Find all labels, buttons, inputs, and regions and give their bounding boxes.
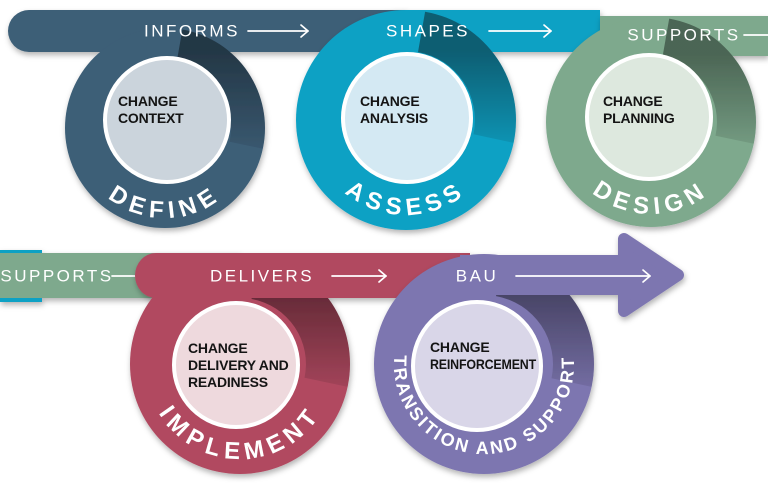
inner-line: ANALYSIS [360, 110, 428, 126]
inner-line: CHANGE [430, 339, 489, 355]
delivers-band-label: DELIVERS [210, 267, 314, 286]
change-delivery-circle [172, 301, 300, 429]
stage-implement-shapes [130, 253, 470, 474]
change-planning-label: CHANGE PLANNING [603, 93, 675, 126]
stage-define-shapes [8, 10, 406, 228]
change-context-circle [103, 56, 231, 184]
change-context-label: CHANGE CONTEXT [118, 93, 184, 126]
informs-band-label: INFORMS [144, 22, 240, 41]
supports-top-band-label: SUPPORTS [627, 26, 740, 45]
big-arrow-icon [618, 233, 684, 317]
change-reinforcement-circle [411, 300, 543, 432]
inner-line: CHANGE [603, 93, 662, 109]
flow-arrow-icon [488, 24, 552, 38]
change-planning-circle [585, 53, 713, 181]
supports-bottom-band-label: SUPPORTS [0, 267, 113, 286]
inner-line: CHANGE [118, 93, 177, 109]
bau-band-label: BAU [456, 267, 498, 286]
design-swirl-shade [662, 18, 756, 144]
shapes-band-label: SHAPES [386, 22, 470, 41]
delivers-band [135, 253, 470, 298]
inner-line: DELIVERY AND [188, 357, 289, 373]
flow-arrow-icon [331, 269, 387, 283]
inner-line: CONTEXT [118, 110, 184, 126]
change-delivery-label: CHANGE DELIVERY AND READINESS [188, 340, 292, 390]
inner-line: REINFORCEMENT [430, 356, 537, 372]
inner-line: CHANGE [188, 340, 247, 356]
change-analysis-label: CHANGE ANALYSIS [360, 93, 428, 126]
change-analysis-circle [341, 52, 473, 184]
flow-arrow-icon [247, 24, 309, 38]
informs-band [8, 10, 406, 52]
change-reinforcement-label: CHANGE REINFORCEMENT [430, 339, 537, 372]
flow-arrow-icon [515, 269, 651, 283]
inner-line: CHANGE [360, 93, 419, 109]
stage-transition-shapes [374, 233, 684, 474]
assess-swirl-shade [418, 11, 517, 143]
inner-line: READINESS [188, 374, 268, 390]
bau-band [460, 255, 632, 295]
inner-line: PLANNING [603, 110, 675, 126]
stage-design-shapes [546, 16, 768, 227]
